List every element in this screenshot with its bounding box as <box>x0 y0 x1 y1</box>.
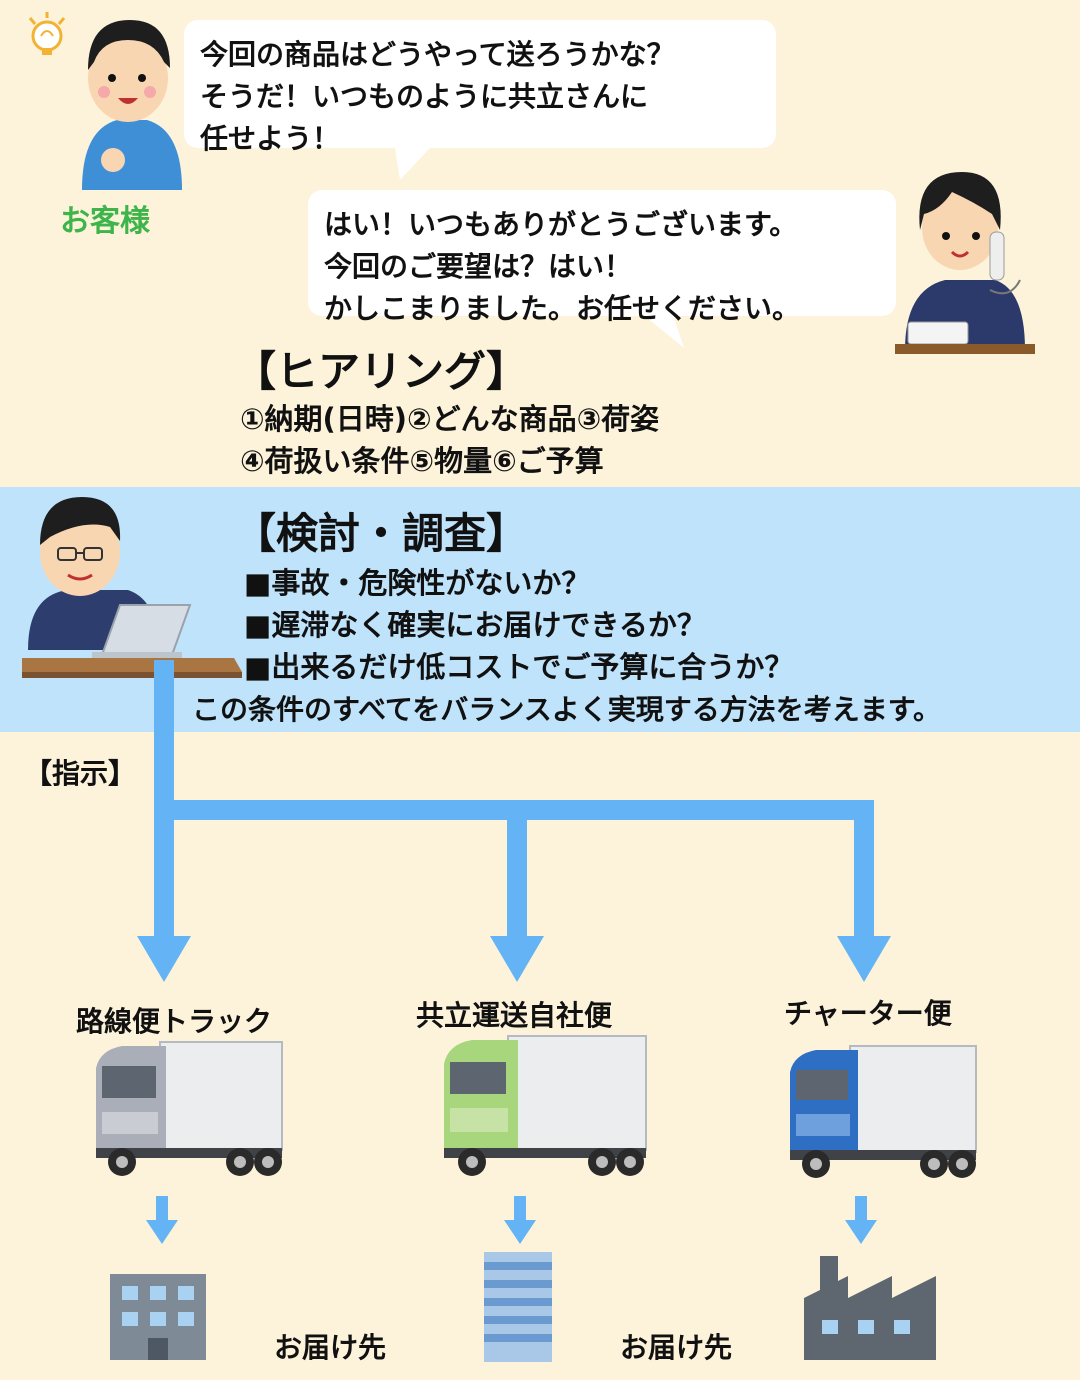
review-summary: この条件のすべてをバランスよく実現する方法を考えます。 <box>192 693 942 726</box>
operator-illustration <box>895 172 1035 354</box>
review-title: 【検討・調査】 <box>234 509 529 558</box>
small-arrow-right-shaft <box>855 1196 867 1222</box>
truck-label-route: 路線便トラック <box>76 1005 273 1038</box>
operator-speech-line-2: 今回のご要望は？はい！ <box>324 250 633 283</box>
truck-company <box>444 1035 647 1176</box>
office-building-icon <box>110 1274 206 1360</box>
small-arrow-center-head <box>504 1220 536 1244</box>
arrow-head-center <box>490 936 544 982</box>
hearing-line-1: ①納期(日時)②どんな商品③荷姿 <box>240 402 660 436</box>
small-arrow-left-shaft <box>156 1196 168 1222</box>
review-item-2: ■遅滞なく確実にお届けできるか？ <box>244 608 706 642</box>
truck-charter <box>790 1045 977 1178</box>
operator-speech-line-1: はい！いつもありがとうございます。 <box>324 208 798 241</box>
staff-illustration <box>22 497 242 678</box>
review-item-3: ■出来るだけ低コストでご予算に合うか？ <box>244 650 794 684</box>
customer-label: お客様 <box>60 204 150 239</box>
destination-label-left: お届け先 <box>274 1331 387 1364</box>
flow-arrows <box>137 660 891 1244</box>
hearing-title: 【ヒアリング】 <box>234 347 529 396</box>
truck-label-company: 共立運送自社便 <box>416 999 613 1032</box>
destination-label-right: お届け先 <box>620 1331 733 1364</box>
arrow-head-right <box>837 936 891 982</box>
hearing-line-2: ④荷扱い条件⑤物量⑥ご予算 <box>240 444 604 478</box>
customer-bubble-tail <box>395 148 430 180</box>
factory-icon <box>804 1256 936 1360</box>
customer-speech-bubble: 今回の商品はどうやって送ろうかな？ そうだ！いつものように共立さんに 任せよう！ <box>184 20 776 155</box>
center-arrow-shaft <box>507 810 527 940</box>
small-arrow-left-head <box>146 1220 178 1244</box>
right-arrow-shaft <box>854 810 874 940</box>
small-arrow-center-shaft <box>514 1196 526 1222</box>
customer-speech-line-2: そうだ！いつものように共立さんに <box>200 80 649 113</box>
truck-label-charter: チャーター便 <box>784 997 952 1030</box>
customer-speech-line-3: 任せよう！ <box>200 122 341 155</box>
review-item-1: ■事故・危険性がないか？ <box>244 566 591 600</box>
truck-route <box>96 1041 283 1176</box>
small-arrow-right-head <box>845 1220 877 1244</box>
operator-bubble-tail <box>640 312 684 348</box>
tower-building-icon <box>484 1252 552 1362</box>
operator-speech-bubble: はい！いつもありがとうございます。 今回のご要望は？はい！ かしこまりました。お… <box>308 190 896 325</box>
customer-speech-line-1: 今回の商品はどうやって送ろうかな？ <box>200 38 675 71</box>
instruction-label: 【指示】 <box>24 757 137 790</box>
arrow-head-left <box>137 936 191 982</box>
customer-illustration <box>28 12 182 190</box>
operator-speech-line-3: かしこまりました。お任せください。 <box>324 292 801 325</box>
